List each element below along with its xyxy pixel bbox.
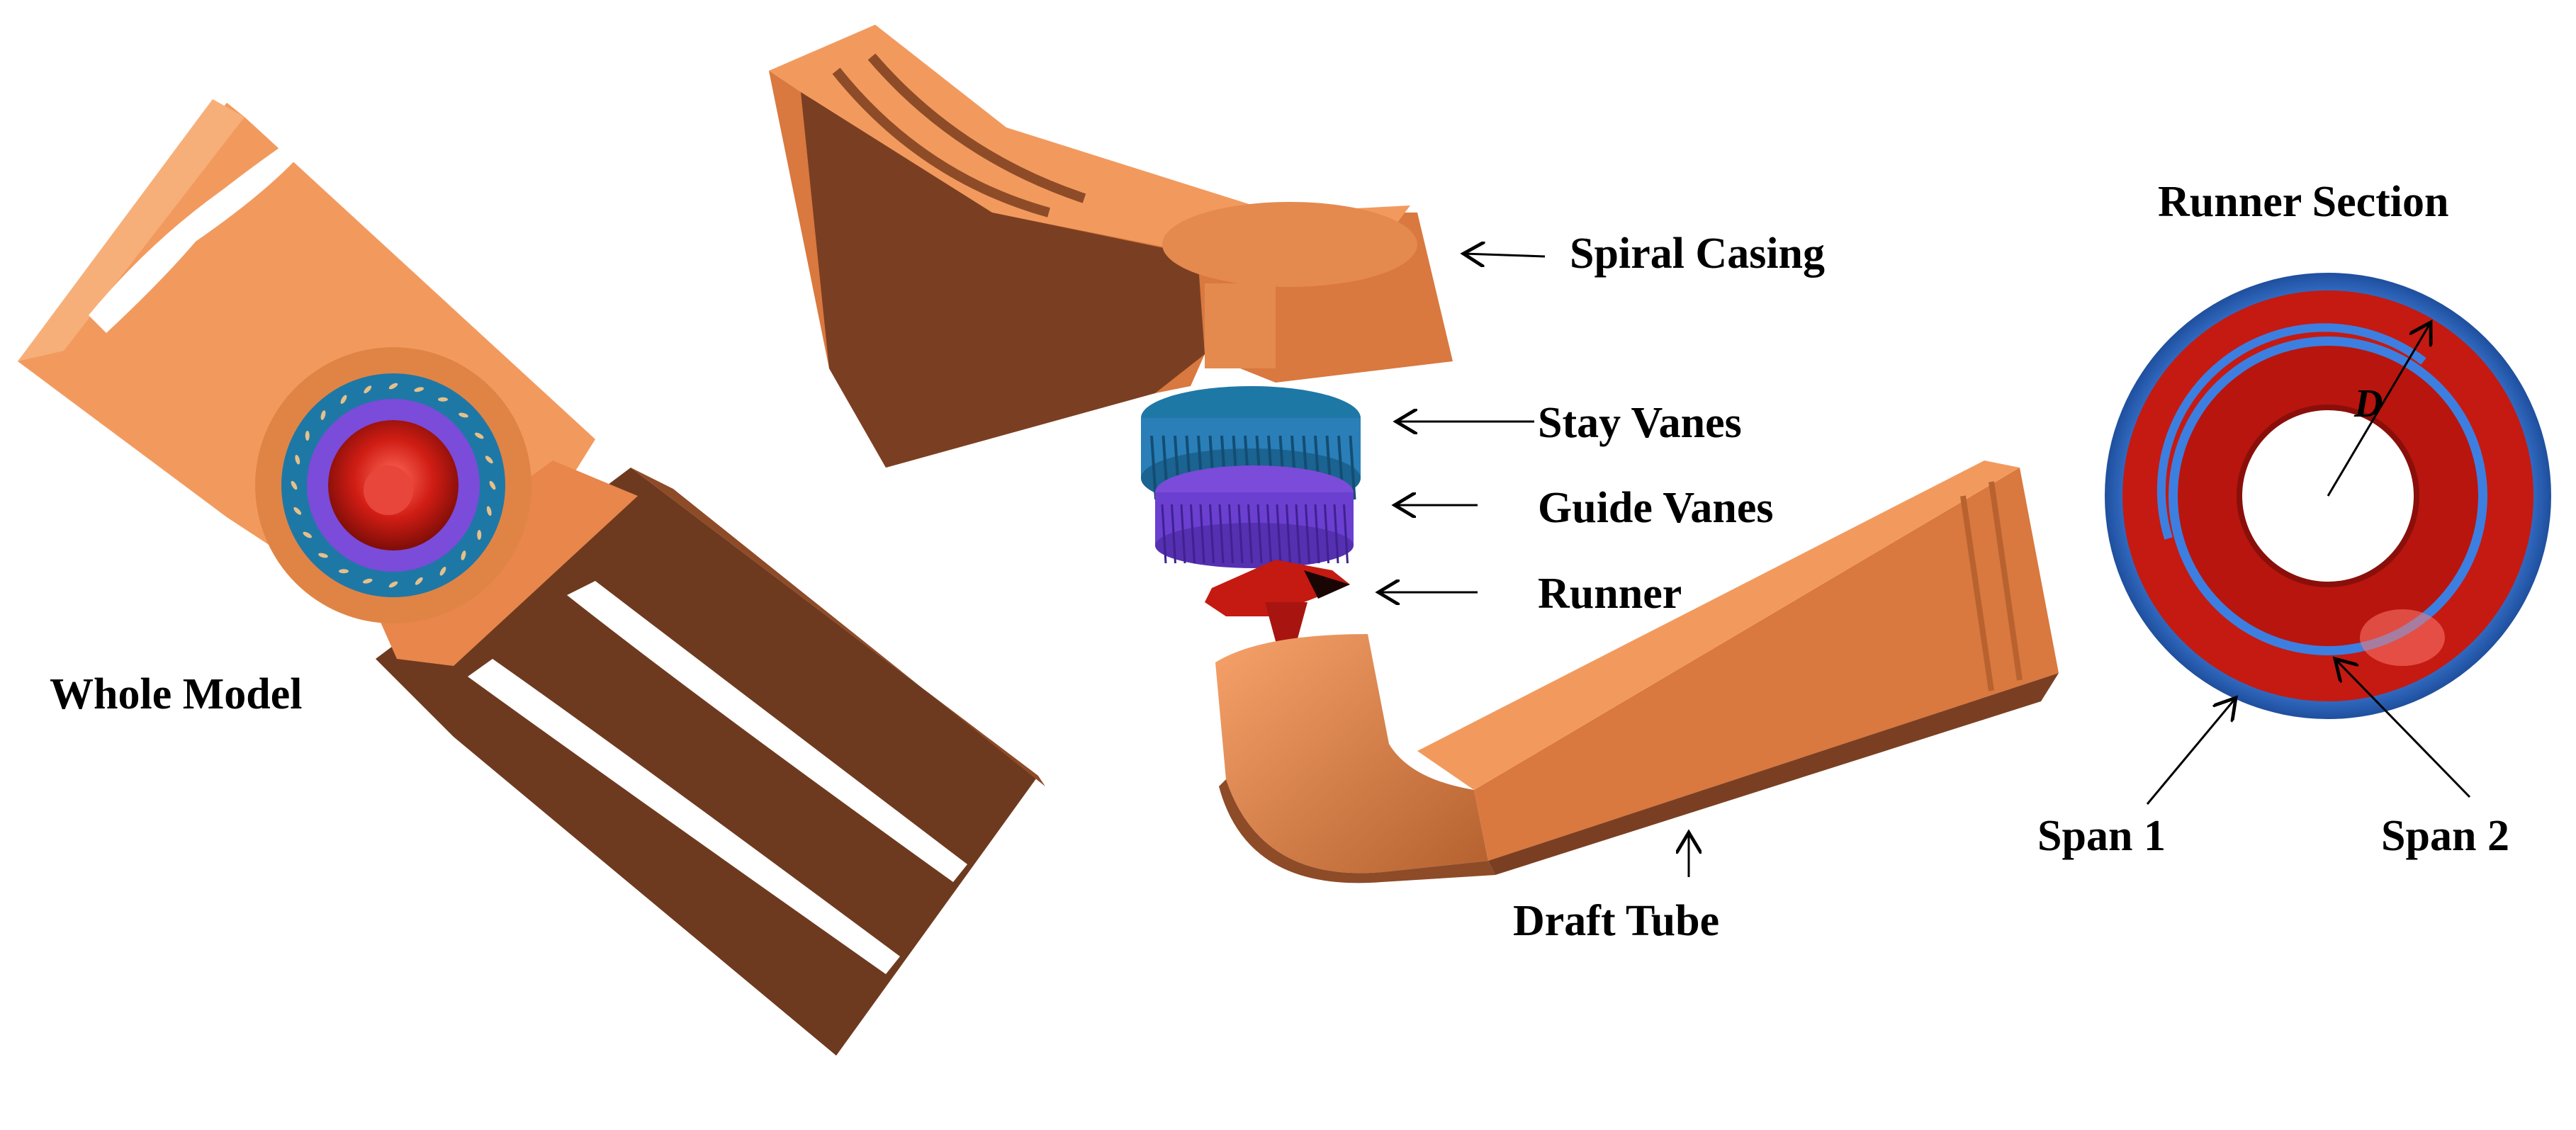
- guide-vane-lines: [1161, 504, 1349, 564]
- guide-vane-slat: [1276, 504, 1282, 564]
- guide-vane-slat: [1180, 504, 1186, 564]
- stay-vane-blade: [293, 507, 302, 515]
- guide-vane-slat: [1333, 504, 1339, 564]
- stay-vane-blade: [303, 531, 313, 538]
- diffuser-rib: [1989, 481, 2023, 681]
- annotation-arrows: [1378, 254, 2471, 877]
- guide-vane-slat: [1247, 504, 1253, 564]
- stay-vane-blade: [362, 578, 373, 584]
- casing-groove: [832, 67, 1050, 217]
- spiral-casing-arrow: [1463, 254, 1546, 256]
- label-runner: Runner: [1538, 570, 1682, 618]
- exploded-view: [769, 25, 2059, 883]
- label-span2: Span 2: [2381, 812, 2509, 860]
- guide-vane-slat: [1237, 504, 1244, 564]
- draft-tube-diffuser-underside: [1488, 673, 2059, 875]
- draft-tube-diffuser: [1474, 468, 2059, 861]
- guide-vane-slat: [1256, 504, 1263, 564]
- stay-vane-blade: [415, 577, 423, 585]
- stay-vane-blade: [439, 566, 446, 576]
- stay-vane-blade: [438, 397, 448, 402]
- stay-vane-blade: [459, 412, 468, 418]
- guide-vane-slat: [1266, 504, 1272, 564]
- guide-vane-slat: [1286, 504, 1291, 564]
- runner-blade-dark: [1304, 570, 1350, 599]
- stay-vane-blade: [461, 550, 466, 560]
- section-highlight: [2360, 609, 2445, 666]
- draft-tube-diffuser-top: [1417, 461, 2020, 790]
- label-span1: Span 1: [2037, 812, 2166, 860]
- outlet-slot: [567, 581, 967, 882]
- stay-vane-blade: [295, 454, 300, 465]
- draft-tube-bend: [1215, 634, 1488, 874]
- stay-vane-blade: [485, 456, 493, 464]
- stay-vane-blade: [320, 410, 326, 420]
- guide-vane-slat: [1295, 504, 1301, 564]
- guide-vane-slat: [1228, 504, 1234, 564]
- outlet-slot: [468, 659, 900, 974]
- stay-vane-blade: [364, 385, 372, 394]
- guide-vanes-bottom: [1155, 523, 1354, 568]
- stay-vane-blade: [339, 569, 349, 574]
- guide-vane-slat: [1343, 504, 1349, 564]
- diffuser-rib: [1960, 495, 1994, 691]
- stay-vane-blade: [477, 530, 482, 540]
- guide-vane-slat: [1305, 504, 1310, 564]
- diameter-line: [2327, 322, 2431, 497]
- span1-arrow: [2146, 698, 2236, 805]
- whole-model-illustration: [18, 99, 1045, 1056]
- stay-vane-blade: [414, 387, 424, 392]
- guide-vane-slat: [1171, 504, 1176, 564]
- stay-vane-blade: [340, 395, 347, 405]
- stay-vane-blade: [388, 383, 398, 390]
- vane-dots: [291, 383, 496, 588]
- guide-vane-slat: [1199, 504, 1205, 564]
- runner-cone: [364, 465, 413, 515]
- guide-vane-slat: [1324, 504, 1329, 564]
- inlet-slot: [174, 113, 330, 244]
- span2-blue-arc: [2156, 323, 2426, 540]
- draft-tube-bend-shadow: [1219, 779, 1495, 883]
- hub-hole-edge: [2237, 405, 2419, 587]
- runner-cone: [1265, 602, 1307, 648]
- spiral-casing-top: [769, 25, 1410, 255]
- label-runner-section: Runner Section: [2158, 178, 2449, 226]
- label-whole-model: Whole Model: [50, 670, 302, 718]
- spiral-casing-dark-face: [801, 92, 1205, 468]
- stay-vane-slat: [1150, 435, 1157, 500]
- stay-vane-blade: [388, 581, 398, 588]
- guide-vane-slat: [1161, 504, 1167, 564]
- casing-stub: [1205, 283, 1276, 368]
- casing-groove: [867, 53, 1086, 203]
- label-diameter: D: [2353, 382, 2383, 426]
- stay-vane-blade: [291, 480, 298, 490]
- stay-vane-blade: [486, 506, 492, 516]
- label-draft-tube: Draft Tube: [1513, 897, 1719, 945]
- runner-section-illustration: [2105, 273, 2551, 719]
- stay-vane-blade: [305, 431, 310, 441]
- guide-vane-slat: [1209, 504, 1215, 564]
- stay-vane-blade: [489, 480, 496, 490]
- label-spiral-casing: Spiral Casing: [1570, 230, 1825, 278]
- guide-vane-slat: [1218, 504, 1225, 564]
- stay-vane-slat: [1349, 435, 1356, 500]
- label-guide-vanes: Guide Vanes: [1538, 484, 1774, 532]
- guide-vane-slat: [1190, 504, 1196, 564]
- draft-tube-block: [376, 468, 1038, 1056]
- casing-opening: [1162, 202, 1417, 287]
- guide-vane-slat: [1314, 504, 1320, 564]
- stay-vane-blade: [318, 553, 328, 558]
- label-stay-vanes: Stay Vanes: [1538, 399, 1742, 447]
- span2-arrow: [2335, 659, 2471, 798]
- inlet-block-top-face: [18, 99, 244, 361]
- stay-vane-blade: [474, 432, 484, 439]
